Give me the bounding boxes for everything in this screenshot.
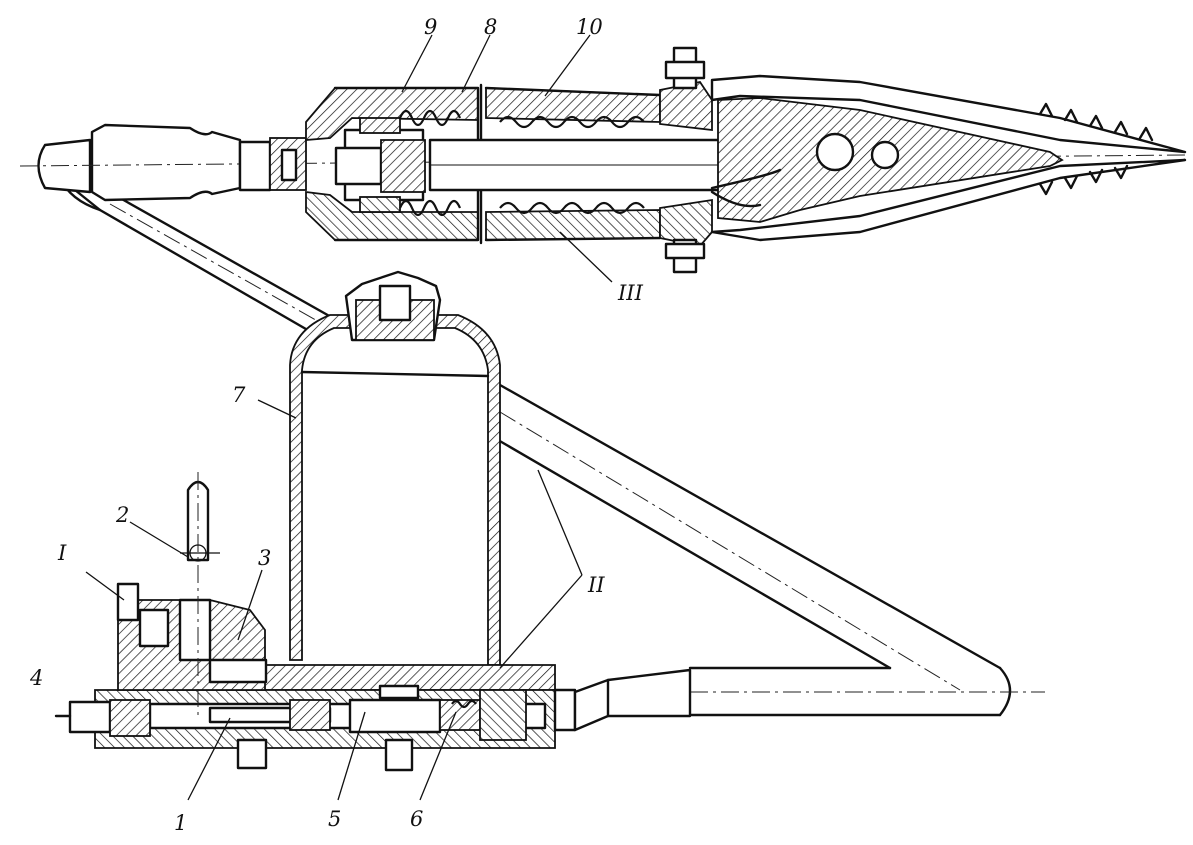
label-10: 10 — [576, 15, 603, 39]
high-pressure-hose — [58, 176, 1045, 717]
pump-body — [54, 472, 692, 772]
upper-jaw — [710, 74, 1187, 154]
label-III: III — [617, 281, 644, 305]
label-I: I — [57, 541, 67, 565]
label-5: 5 — [328, 807, 341, 831]
leader-lines — [85, 34, 613, 801]
rear-grip — [90, 123, 242, 202]
left-fitting-4 — [68, 700, 112, 734]
lower-jaw — [710, 158, 1187, 242]
return-spring — [398, 109, 462, 217]
label-9: 9 — [424, 15, 437, 39]
label-3: 3 — [258, 546, 271, 570]
label-4: 4 — [29, 666, 43, 690]
label-7: 7 — [232, 383, 246, 407]
label-2: 2 — [115, 503, 129, 527]
hose-grip — [573, 668, 692, 732]
spring-inner — [499, 115, 645, 215]
label-8: 8 — [484, 15, 497, 39]
cutter-head-assembly — [19, 46, 1187, 274]
oil-reservoir — [289, 270, 501, 666]
label-1: 1 — [174, 811, 187, 835]
label-6: 6 — [410, 807, 423, 831]
label-II: II — [587, 573, 605, 597]
part-labels: 9 8 10 III 7 2 3 I 4 1 5 6 II — [29, 15, 644, 835]
jaw-teeth — [1038, 102, 1154, 196]
